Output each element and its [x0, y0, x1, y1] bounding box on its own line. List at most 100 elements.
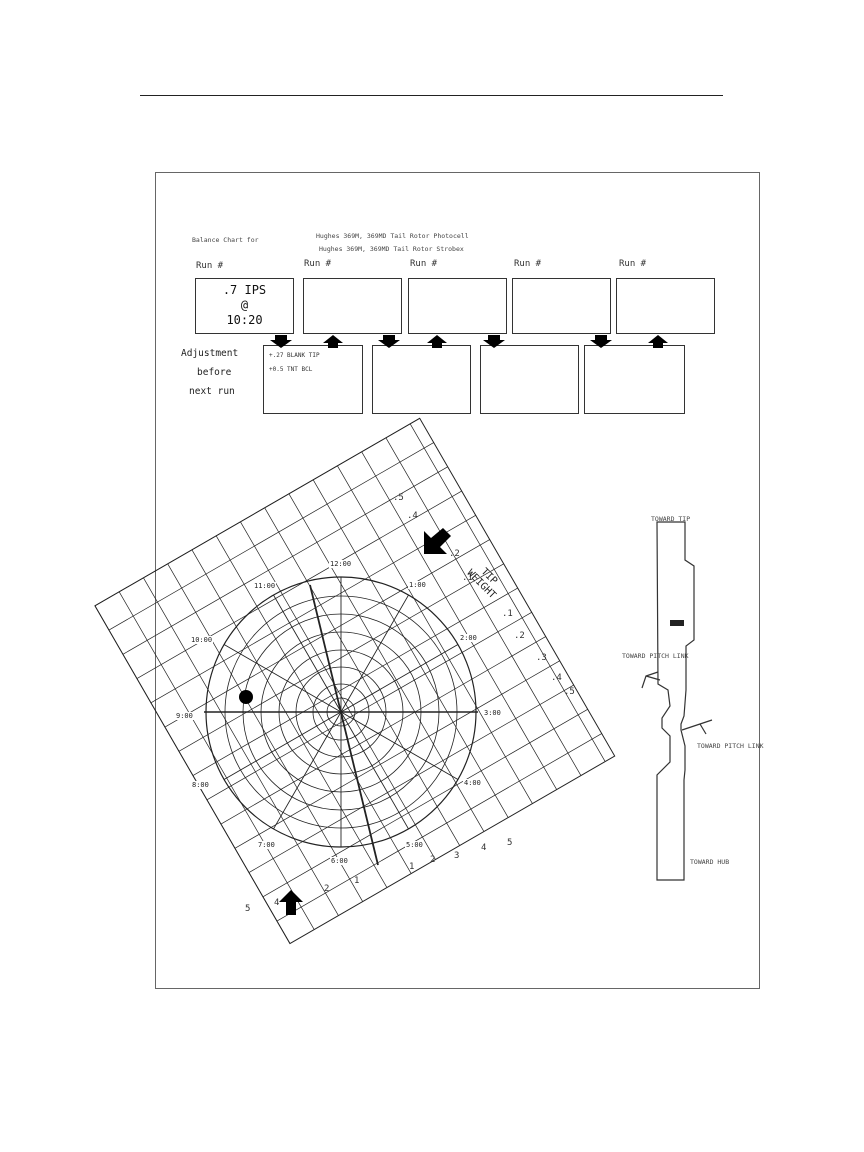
grid-line — [262, 708, 588, 898]
clock-spoke — [273, 594, 342, 713]
grid-line — [94, 605, 291, 944]
clock-spoke — [223, 644, 342, 713]
bottom-scale-label: 5 — [245, 904, 251, 914]
grid-line — [167, 563, 363, 902]
clock-label: 12:00 — [329, 560, 353, 568]
rotor-label: TOWARD PITCH LINK — [697, 742, 764, 750]
rotor-label: TOWARD PITCH LINK — [622, 652, 689, 660]
run-label-1: Run # — [196, 261, 224, 271]
run-box-5[interactable] — [616, 278, 715, 334]
adjustment-line: +0.5 TNT BCL — [269, 366, 313, 373]
grid-line — [276, 733, 602, 922]
rotor-label: TOWARD TIP — [651, 515, 691, 523]
arrow-down-left-icon — [424, 528, 451, 554]
grid-line — [337, 465, 533, 804]
top-rule — [140, 95, 723, 96]
adjustment-box-3[interactable] — [480, 345, 579, 414]
top-scale-label: .4 — [407, 511, 418, 521]
rotor-label: TOWARD HUB — [690, 858, 730, 866]
clock-label: 6:00 — [330, 857, 349, 865]
right-scale-label: .5 — [564, 687, 575, 697]
bottom-scale-label: 4 — [481, 843, 487, 853]
clock-label: 4:00 — [463, 779, 482, 787]
grid-line — [312, 479, 509, 818]
run-box-1[interactable]: .7 IPS @ 10:20 — [195, 278, 294, 334]
grid-line — [361, 451, 557, 790]
chart-subtitle-2: Hughes 369M, 369MD Tail Rotor Strobex — [319, 245, 464, 253]
bottom-scale-label: 2 — [430, 855, 436, 865]
clock-label: 2:00 — [459, 634, 478, 642]
bottom-scale-label: 5 — [507, 838, 513, 848]
adjustment-label-line: Adjustment — [181, 348, 239, 359]
bottom-scale-label: 3 — [454, 851, 460, 861]
clock-spoke — [340, 644, 459, 713]
adjustment-box-2[interactable] — [372, 345, 471, 414]
document-frame — [155, 172, 760, 989]
grid-line — [409, 423, 606, 762]
grid-line — [234, 660, 560, 849]
right-scale-label: .1 — [502, 609, 513, 619]
grid-line — [240, 521, 436, 860]
chart-subtitle-1: Hughes 369M, 369MD Tail Rotor Photocell — [316, 232, 469, 240]
chart-title: Balance Chart for — [192, 236, 259, 244]
run-reading-line: @ — [240, 298, 249, 312]
clock-spoke — [340, 594, 409, 713]
run-reading-line: .7 IPS — [222, 283, 267, 297]
grid-line — [192, 587, 518, 776]
clock-spoke — [340, 711, 459, 780]
data-point-marker — [239, 690, 253, 704]
run-label-3: Run # — [410, 259, 438, 269]
adjustment-line: +.27 BLANK TIP — [269, 352, 320, 359]
arrow-up-icon — [279, 890, 303, 915]
clock-label: 8:00 — [191, 781, 210, 789]
rotor-blade-outline — [656, 521, 695, 881]
clock-spoke — [223, 711, 342, 780]
top-scale-label: .1 — [462, 573, 473, 583]
run-box-4[interactable] — [512, 278, 611, 334]
right-scale-label: .3 — [536, 653, 547, 663]
clock-label: 7:00 — [257, 841, 276, 849]
grid-line — [108, 442, 434, 631]
grid-line — [122, 466, 448, 655]
grid-line — [191, 549, 388, 888]
clock-label: 1:00 — [408, 581, 427, 589]
adjustment-box-4[interactable] — [584, 345, 685, 414]
run-label-5: Run # — [619, 259, 647, 269]
right-scale-label: .4 — [551, 673, 562, 683]
rotor-marker — [670, 620, 684, 626]
grid-line — [150, 514, 476, 704]
run-box-3[interactable] — [408, 278, 507, 334]
pitch-link-upper — [641, 671, 661, 689]
grid-line — [136, 490, 462, 679]
run-label-4: Run # — [514, 259, 542, 269]
grid-line — [385, 437, 582, 776]
clock-label: 11:00 — [253, 582, 277, 590]
adjustment-label-line: before — [197, 367, 232, 378]
grid-line — [118, 591, 315, 930]
clock-spoke — [340, 711, 409, 830]
bottom-scale-label: 4 — [274, 898, 280, 908]
adjustment-label-line: next run — [189, 386, 235, 397]
run-label-2: Run # — [304, 259, 332, 269]
pitch-link-lower — [681, 719, 713, 735]
clock-label: 9:00 — [175, 712, 194, 720]
bottom-scale-label: 1 — [409, 862, 415, 872]
clock-label: 10:00 — [190, 636, 214, 644]
vertical-axis — [309, 584, 379, 866]
grid-line — [94, 418, 420, 607]
clock-label: 3:00 — [483, 709, 502, 717]
run-reading-line: 10:20 — [226, 313, 263, 327]
bottom-scale-label: 1 — [354, 876, 360, 886]
bottom-scale-label: 2 — [324, 884, 330, 894]
run-box-2[interactable] — [303, 278, 402, 334]
top-scale-label: .5 — [393, 493, 404, 503]
grid-line — [220, 636, 546, 825]
clock-spoke — [273, 711, 342, 830]
clock-label: 5:00 — [405, 841, 424, 849]
top-scale-label: .2 — [449, 549, 460, 559]
adjustment-box-1[interactable]: +.27 BLANK TIP +0.5 TNT BCL — [263, 345, 363, 414]
grid-line — [143, 577, 339, 916]
